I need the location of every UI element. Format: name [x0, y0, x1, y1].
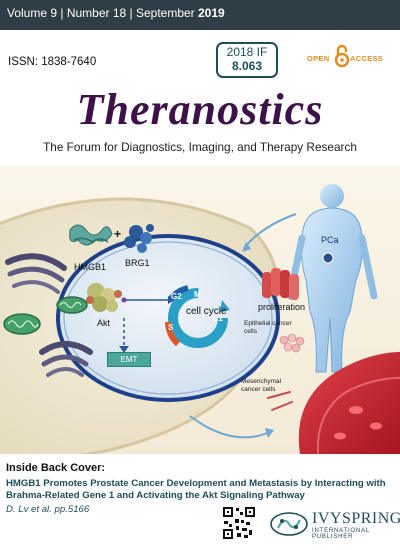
issue-bar: Volume 9 | Number 18 | September 2019: [0, 0, 400, 30]
cover-illustration: +: [0, 166, 400, 454]
inside-back-cover-heading: Inside Back Cover:: [6, 462, 106, 474]
phase-g1: G1: [212, 314, 223, 323]
mitochondrion-icon: [3, 313, 41, 335]
issn: ISSN: 1838-7640: [8, 56, 97, 68]
phase-g2: G2: [171, 292, 182, 301]
ivyspring-logo-icon: [270, 512, 308, 536]
label-pca: PCa: [321, 235, 339, 245]
label-akt: Akt: [97, 318, 111, 328]
journal-subtitle: The Forum for Diagnostics, Imaging, and …: [43, 140, 357, 154]
publisher-name: IVYSPRING: [312, 510, 400, 527]
publisher-tagline: INTERNATIONAL PUBLISHER: [312, 528, 370, 540]
pca-marker: [322, 252, 334, 264]
label-cell-cycle: cell cycle: [186, 306, 227, 317]
cell-to-vessel-arrow: [189, 415, 271, 439]
issue-info: Volume 9 | Number 18 | September 2019: [7, 6, 225, 20]
impact-factor-value: 8.063: [231, 59, 263, 73]
inside-back-cover-title: HMGB1 Promotes Prostate Cancer Developme…: [6, 478, 386, 501]
phase-s: S: [168, 323, 174, 332]
cell-cycle-ring: [165, 285, 230, 348]
impact-factor-box: 2018 IF 8.063: [216, 42, 278, 78]
journal-title: Theranostics: [76, 85, 324, 134]
label-brg1: BRG1: [125, 258, 150, 268]
open-access-word-access: ACCESS: [350, 54, 384, 63]
open-access-logo: OPEN ACCESS: [307, 44, 395, 70]
label-hmgb1: HMGB1: [74, 262, 107, 272]
impact-factor-label: 2018 IF: [226, 45, 268, 59]
phase-m: M: [194, 290, 201, 299]
akt-protein-icon: [86, 283, 122, 312]
hmgb1-protein-icon: [69, 224, 113, 246]
label-mesenchymal-cells: Mesenchymal cancer cells: [241, 378, 282, 393]
proliferation-cells-icon: [262, 268, 299, 300]
label-epithelial-cells: Epithelial cancer cells: [244, 320, 292, 335]
mitochondrion-icon: [56, 296, 88, 314]
golgi-icon: [5, 253, 67, 294]
inside-back-cover-authors: D. Lv et al. pp.5166: [6, 504, 90, 515]
inside-back-cover-section: [0, 454, 400, 550]
open-access-word-open: OPEN: [307, 54, 330, 63]
epithelial-cells-icon: [279, 333, 305, 353]
label-emt: EMT: [107, 352, 151, 367]
brg1-protein-icon: [124, 224, 154, 253]
qr-code-icon: [222, 506, 256, 540]
svg-text:+: +: [114, 227, 121, 241]
open-lock-icon: [335, 44, 349, 68]
issue-year: 2019: [198, 6, 225, 20]
label-proliferation: proliferation: [258, 302, 306, 312]
golgi-icon: [39, 341, 93, 377]
